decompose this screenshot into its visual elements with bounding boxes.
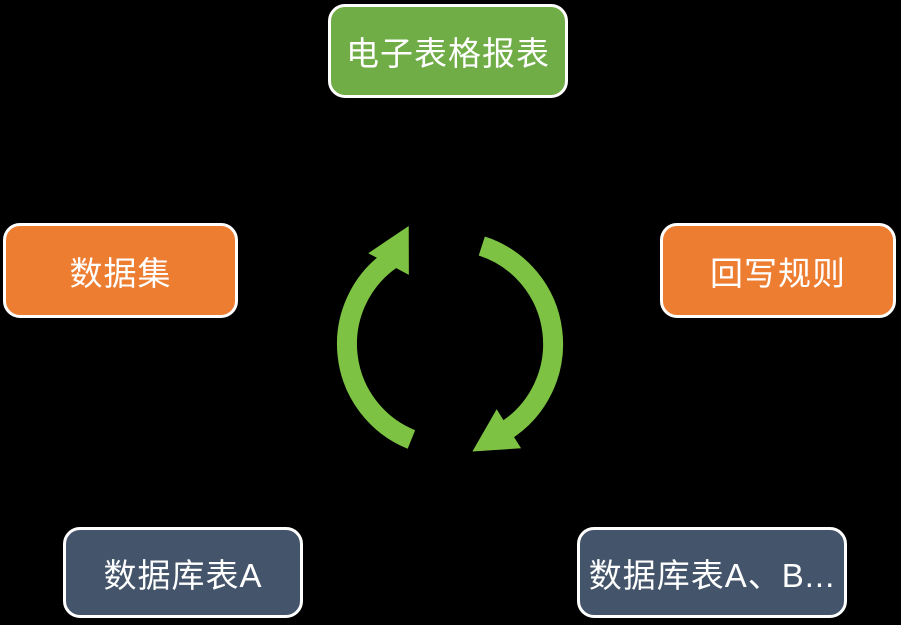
node-writeback-rules: 回写规则 [660,223,896,318]
node-database-table-a-label: 数据库表A [103,556,263,594]
node-database-tables-a-b-label: 数据库表A、B... [588,556,836,594]
node-dataset-label: 数据集 [69,254,172,292]
node-database-table-a: 数据库表A [63,527,303,618]
node-spreadsheet-report: 电子表格报表 [328,4,568,98]
node-dataset: 数据集 [3,223,238,318]
cycle-arrowhead-bottom-icon [472,409,522,452]
cycle-arrowhead-top-icon [368,226,409,275]
node-writeback-rules-label: 回写规则 [710,254,846,292]
node-spreadsheet-report-label: 电子表格报表 [346,35,550,72]
node-database-tables-a-b: 数据库表A、B... [577,527,847,618]
cycle-arc-left [336,251,416,449]
cycle-arc-right [478,236,564,440]
